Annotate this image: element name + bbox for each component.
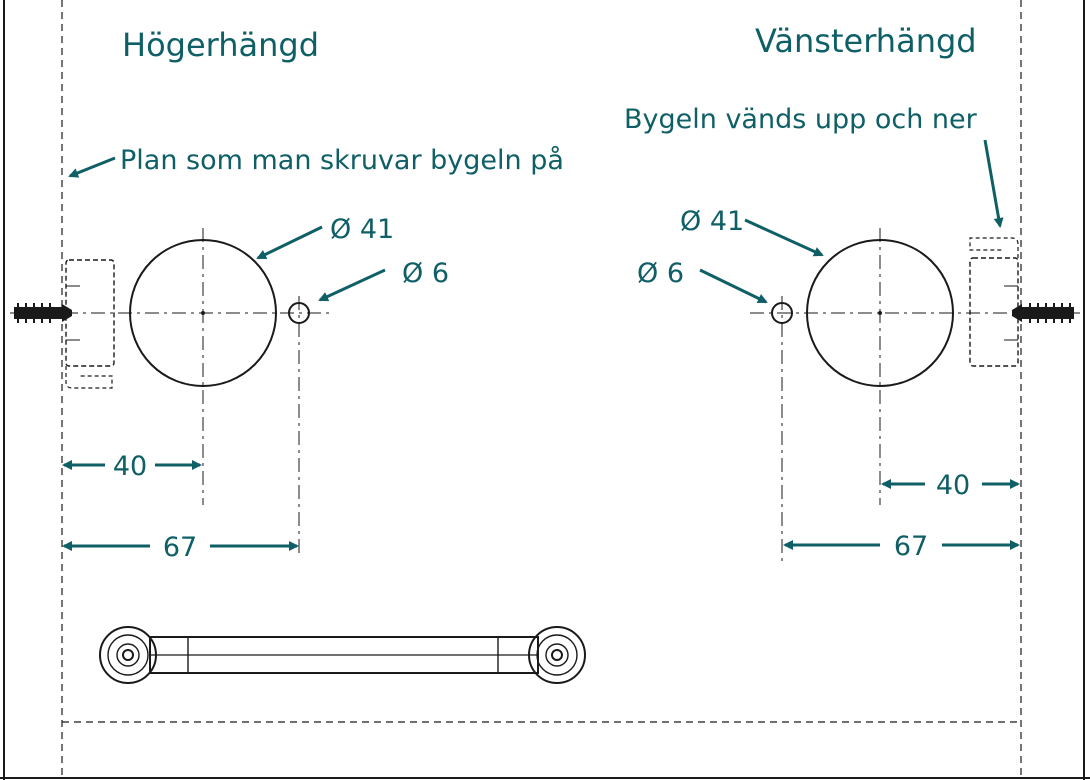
left-hole-large-label: Ø 41 xyxy=(330,214,394,245)
screw-icon xyxy=(14,303,72,323)
right-hole-large-arrow xyxy=(744,218,824,257)
left-bracket-side-view xyxy=(65,259,115,389)
handle-bracket-icon xyxy=(99,626,586,684)
right-bracket-side-view xyxy=(969,237,1019,367)
left-hole-large-arrow xyxy=(256,225,323,260)
flip-note-label: Bygeln vänds upp och ner xyxy=(624,104,978,135)
mount-note-arrow xyxy=(68,156,116,178)
right-panel-title: Vänsterhängd xyxy=(755,22,977,60)
flip-note-arrow xyxy=(983,139,1004,228)
left-hole-small-label: Ø 6 xyxy=(402,258,449,289)
left-hole-small-arrow xyxy=(318,268,386,302)
right-hole-large-label: Ø 41 xyxy=(680,206,744,237)
right-dim-40-label: 40 xyxy=(936,470,970,501)
right-hole-small-label: Ø 6 xyxy=(637,258,684,289)
left-panel-title: Högerhängd xyxy=(122,26,319,64)
left-hole-large-centre xyxy=(201,311,205,315)
left-dim-67-label: 67 xyxy=(163,532,197,563)
right-hole-small-arrow xyxy=(699,268,768,304)
right-hole-large-centre xyxy=(878,311,882,315)
right-dim-67-label: 67 xyxy=(894,531,928,562)
left-dim-40-label: 40 xyxy=(113,451,147,482)
screw-icon xyxy=(1012,303,1074,323)
mount-note-label: Plan som man skruvar bygeln på xyxy=(120,145,564,176)
